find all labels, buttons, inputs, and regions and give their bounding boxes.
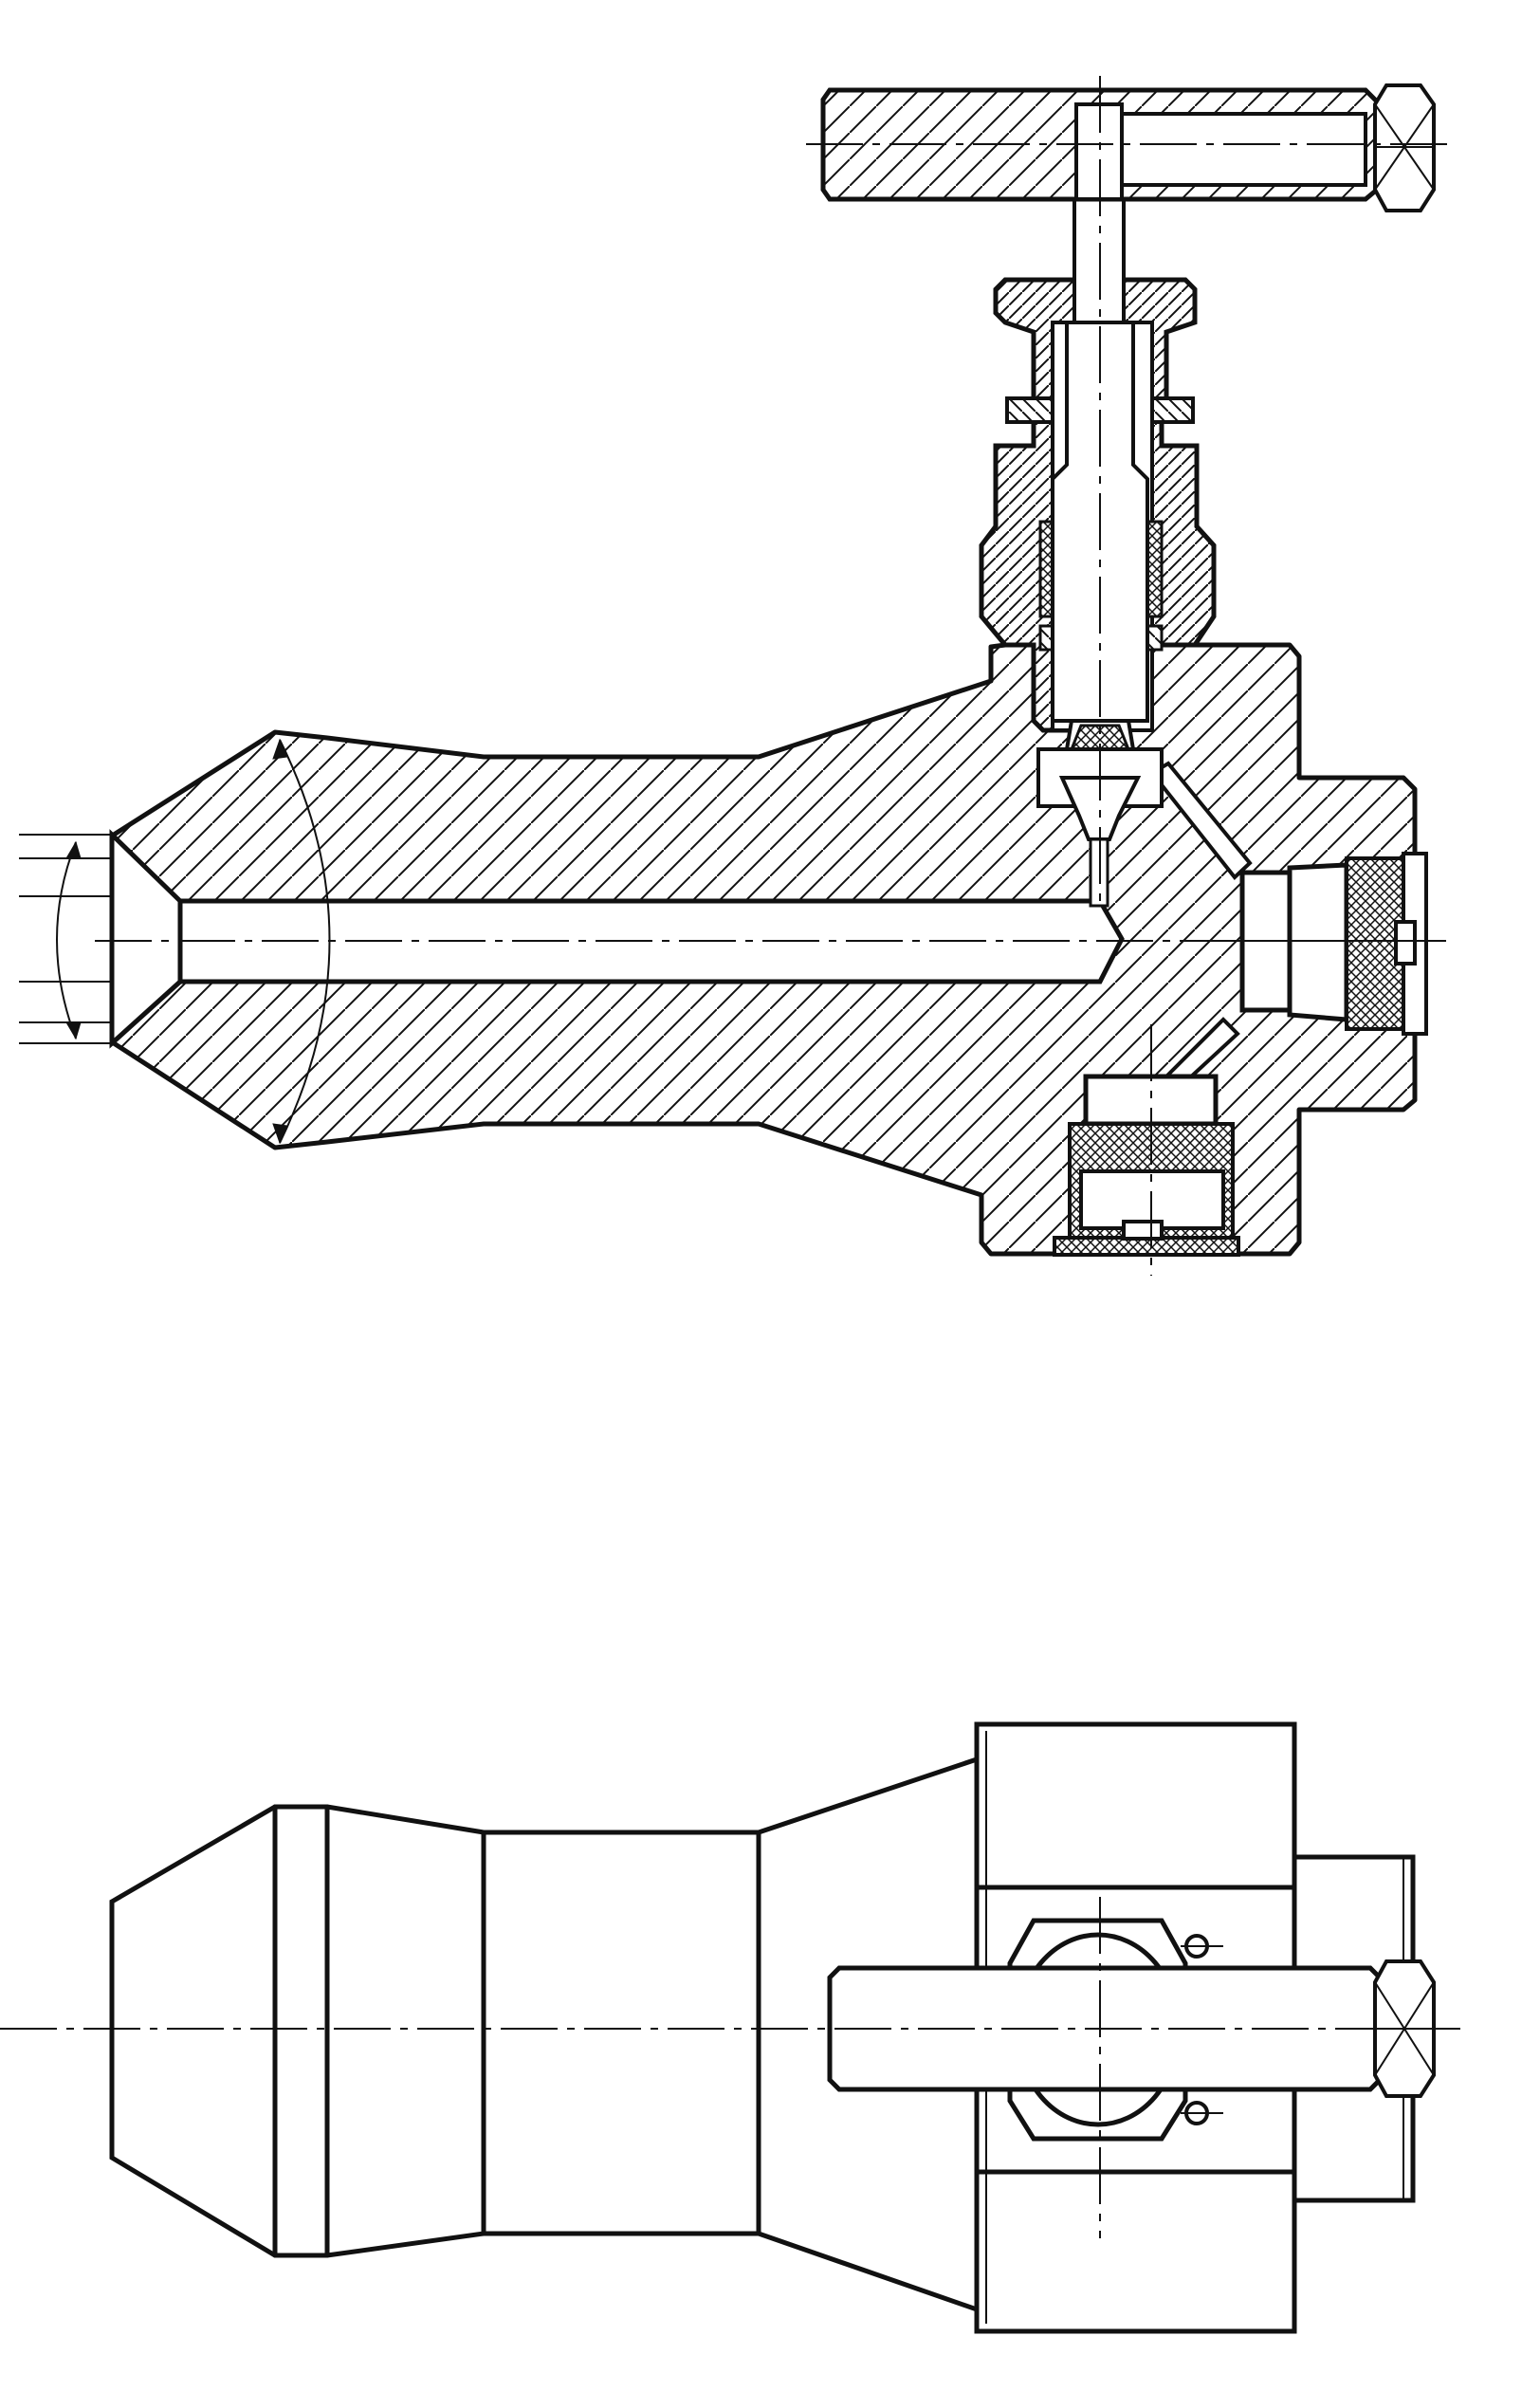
side-plug: [1287, 862, 1349, 1022]
arrow-heads: [65, 738, 288, 1145]
dimension-extension-lines: [19, 834, 112, 1044]
angle-arc-large: [279, 739, 331, 1144]
angle-arc-small: [56, 841, 77, 1039]
needle-tip: [1058, 776, 1142, 841]
side-plug-nub: [1394, 920, 1417, 966]
section-view: [19, 76, 1451, 1276]
handle-nut-detail: [1374, 103, 1435, 191]
top-view: [0, 1721, 1460, 2334]
handle-screw: [1112, 112, 1367, 187]
bottom-plug-nub: [1122, 1220, 1164, 1241]
